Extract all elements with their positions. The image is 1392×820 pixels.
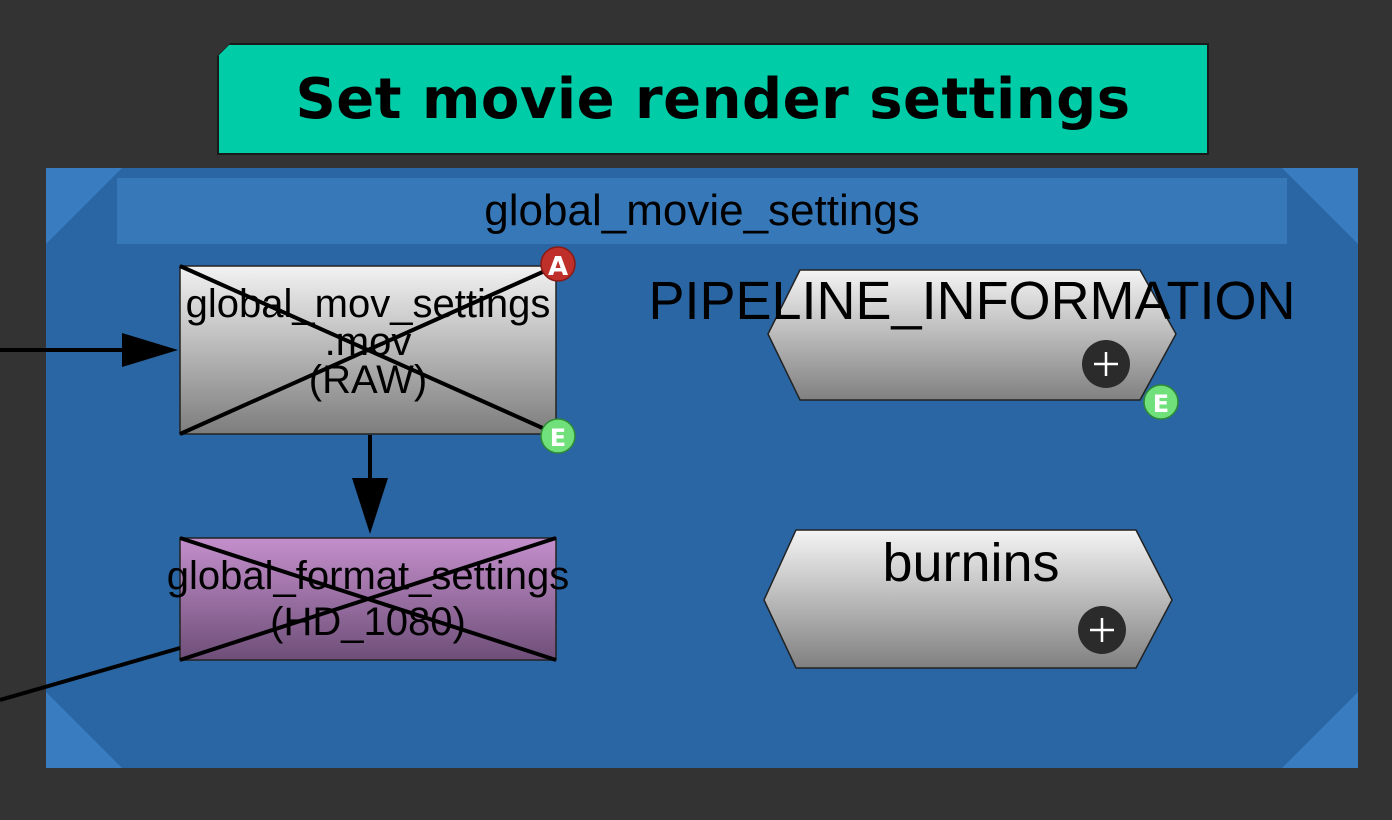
node-subtitle: .mov xyxy=(324,320,412,364)
node-name: global_format_settings xyxy=(166,554,570,598)
network-box[interactable]: global_movie_settings xyxy=(46,168,1358,768)
netbox-corner-handle[interactable] xyxy=(1282,168,1358,244)
node-label: burnins xyxy=(882,533,1060,593)
netbox-corner-handle[interactable] xyxy=(46,168,122,244)
node-label: PIPELINE_INFORMATION xyxy=(648,271,1296,331)
node-subtitle: (RAW) xyxy=(308,358,428,402)
network-box-title[interactable]: global_movie_settings xyxy=(117,178,1287,244)
node-label: global_format_settings (HD_1080) xyxy=(118,556,618,642)
netbox-corner-handle[interactable] xyxy=(46,692,122,768)
sticky-note[interactable]: Set movie render settings xyxy=(218,44,1208,154)
node-subtitle: (HD_1080) xyxy=(270,600,466,644)
node-label: global_mov_settings .mov (RAW) xyxy=(150,284,586,400)
node-name: global_mov_settings xyxy=(185,282,551,326)
netbox-corner-handle[interactable] xyxy=(1282,692,1358,768)
